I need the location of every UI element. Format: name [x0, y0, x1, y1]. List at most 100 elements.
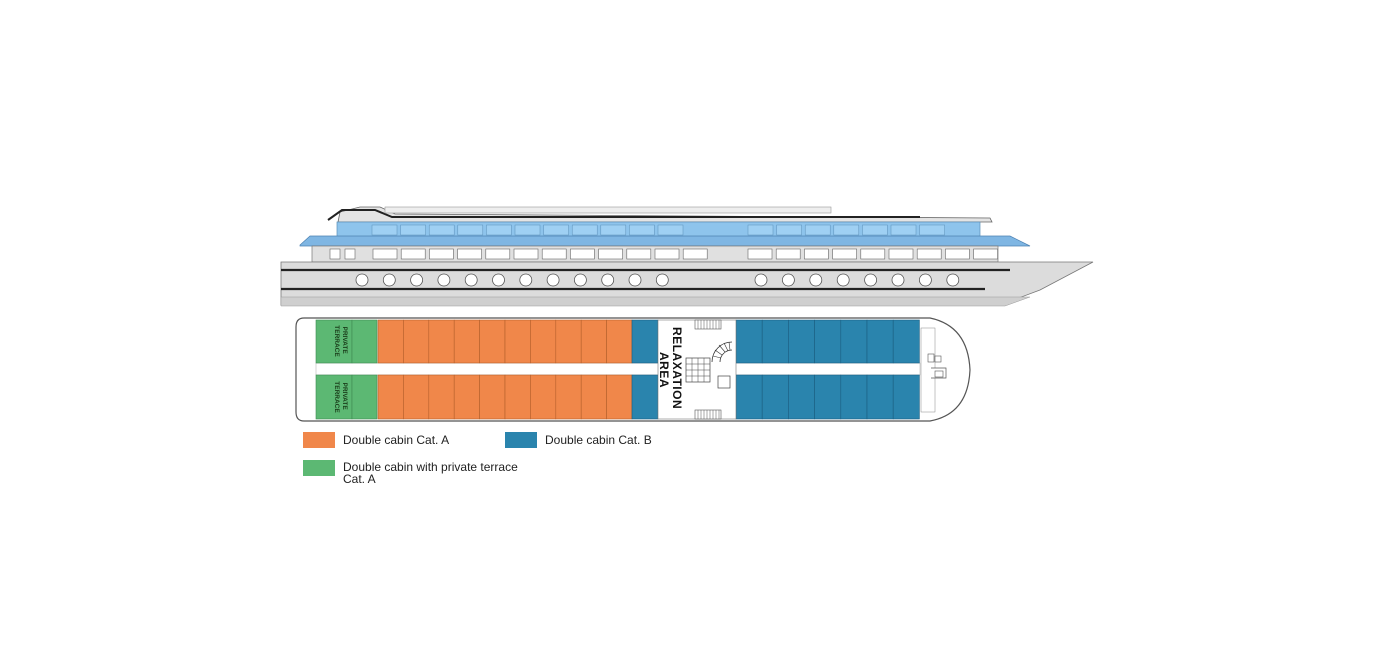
upper-window [514, 224, 541, 236]
cabin-cat-a [453, 374, 480, 420]
middle-window [860, 248, 886, 260]
terrace-label-bottom-line2: TERRACE [333, 381, 340, 413]
cabin-cat-b [866, 319, 894, 364]
middle-window [344, 248, 356, 260]
stair-ladder-top [694, 319, 722, 330]
elevator-icon [685, 357, 731, 389]
legend-label-cat-a: Double cabin Cat. A [343, 433, 450, 447]
porthole [464, 273, 478, 287]
legend-label-cat-b: Double cabin Cat. B [545, 433, 652, 447]
cabin-cat-a [580, 319, 607, 364]
porthole [891, 273, 905, 287]
hull-waterline [280, 296, 1031, 307]
middle-window [973, 248, 998, 260]
upper-deck-windows [371, 224, 945, 236]
cabin-cat-b [892, 374, 920, 420]
upper-window [371, 224, 398, 236]
private-terrace-top [315, 319, 353, 364]
cabin-cat-b [631, 319, 659, 364]
cabin-cat-a [530, 319, 557, 364]
cabin-cat-a [403, 374, 430, 420]
middle-window [570, 248, 595, 260]
middle-window [372, 248, 398, 260]
upper-window [833, 224, 860, 236]
wheelhouse-icon [920, 327, 947, 413]
relaxation-label-line2: AREA [657, 352, 671, 388]
terrace-label-bottom: PRIVATE TERRACE [333, 381, 348, 413]
cabin-cat-b [840, 319, 868, 364]
cabin-cat-a [428, 319, 455, 364]
middle-window [747, 248, 773, 260]
porthole [519, 273, 533, 287]
upper-window [747, 224, 774, 236]
middle-window [832, 248, 857, 260]
promenade-deck-overhang [299, 235, 1031, 247]
cabin-cat-a [606, 319, 633, 364]
porthole [782, 273, 795, 287]
cabin-cat-a [453, 319, 480, 364]
cabin-cat-b [761, 319, 789, 364]
porthole [574, 273, 587, 287]
upper-window [400, 224, 426, 236]
corridor [315, 362, 921, 376]
deck-plan: PRIVATE TERRACE PRIVATE TERRACE RELAXATI… [295, 317, 971, 422]
upper-window [457, 224, 484, 236]
upper-window [657, 224, 684, 236]
middle-window [626, 248, 652, 260]
sun-deck-railing [327, 209, 920, 221]
hull-portholes [355, 273, 960, 287]
cabin-cat-a [377, 374, 404, 420]
middle-window [598, 248, 623, 260]
cabin-cat-a [580, 374, 607, 420]
middle-window [429, 248, 454, 260]
legend-swatch-terrace [303, 460, 335, 476]
legend-cat-a: Double cabin Cat. A [303, 432, 449, 448]
legend-swatch-cat-b [505, 432, 537, 448]
cabin-cat-a [479, 319, 506, 364]
cabin-cat-b [761, 374, 789, 420]
cabin-cat-b [892, 319, 920, 364]
stair-ladder-bottom [694, 409, 722, 420]
upper-window [600, 224, 627, 236]
porthole [946, 273, 960, 287]
legend-swatch-cat-a [303, 432, 335, 448]
upper-window [804, 224, 831, 236]
cabin-cat-b [788, 374, 815, 420]
cabin-cat-a [428, 374, 455, 420]
terrace-label-top-line1: PRIVATE [341, 326, 348, 354]
porthole [864, 273, 877, 287]
middle-window [457, 248, 482, 260]
cabin-cat-a [530, 374, 557, 420]
legend-label-terrace-block: Double cabin with private terrace Cat. A [343, 461, 518, 485]
terrace-cabin-bottom [351, 374, 378, 420]
porthole [628, 273, 642, 287]
terrace-label-top: PRIVATE TERRACE [333, 325, 348, 357]
cabin-cat-a [555, 319, 582, 364]
upper-window [919, 224, 945, 236]
porthole [809, 273, 823, 287]
porthole [492, 273, 505, 287]
middle-window [775, 248, 801, 260]
relaxation-label: RELAXATION AREA [657, 327, 684, 413]
middle-window [400, 248, 426, 260]
upper-window [486, 224, 512, 236]
legend-cat-b: Double cabin Cat. B [505, 432, 652, 448]
porthole [754, 273, 768, 287]
cabin-cat-b [840, 374, 868, 420]
middle-window [682, 248, 708, 260]
upper-window [862, 224, 888, 236]
porthole [437, 273, 451, 287]
relaxation-label-line1: RELAXATION [670, 327, 684, 409]
porthole [601, 273, 615, 287]
porthole [410, 273, 424, 287]
middle-window [916, 248, 942, 260]
porthole [355, 273, 369, 287]
cabin-cat-a [403, 319, 430, 364]
upper-window [776, 224, 802, 236]
cabin-cat-b [788, 319, 815, 364]
upper-window [890, 224, 917, 236]
cabin-cat-b [866, 374, 894, 420]
top-deck-canopy [384, 206, 832, 214]
upper-window [543, 224, 569, 236]
terrace-label-top-line2: TERRACE [333, 325, 340, 357]
